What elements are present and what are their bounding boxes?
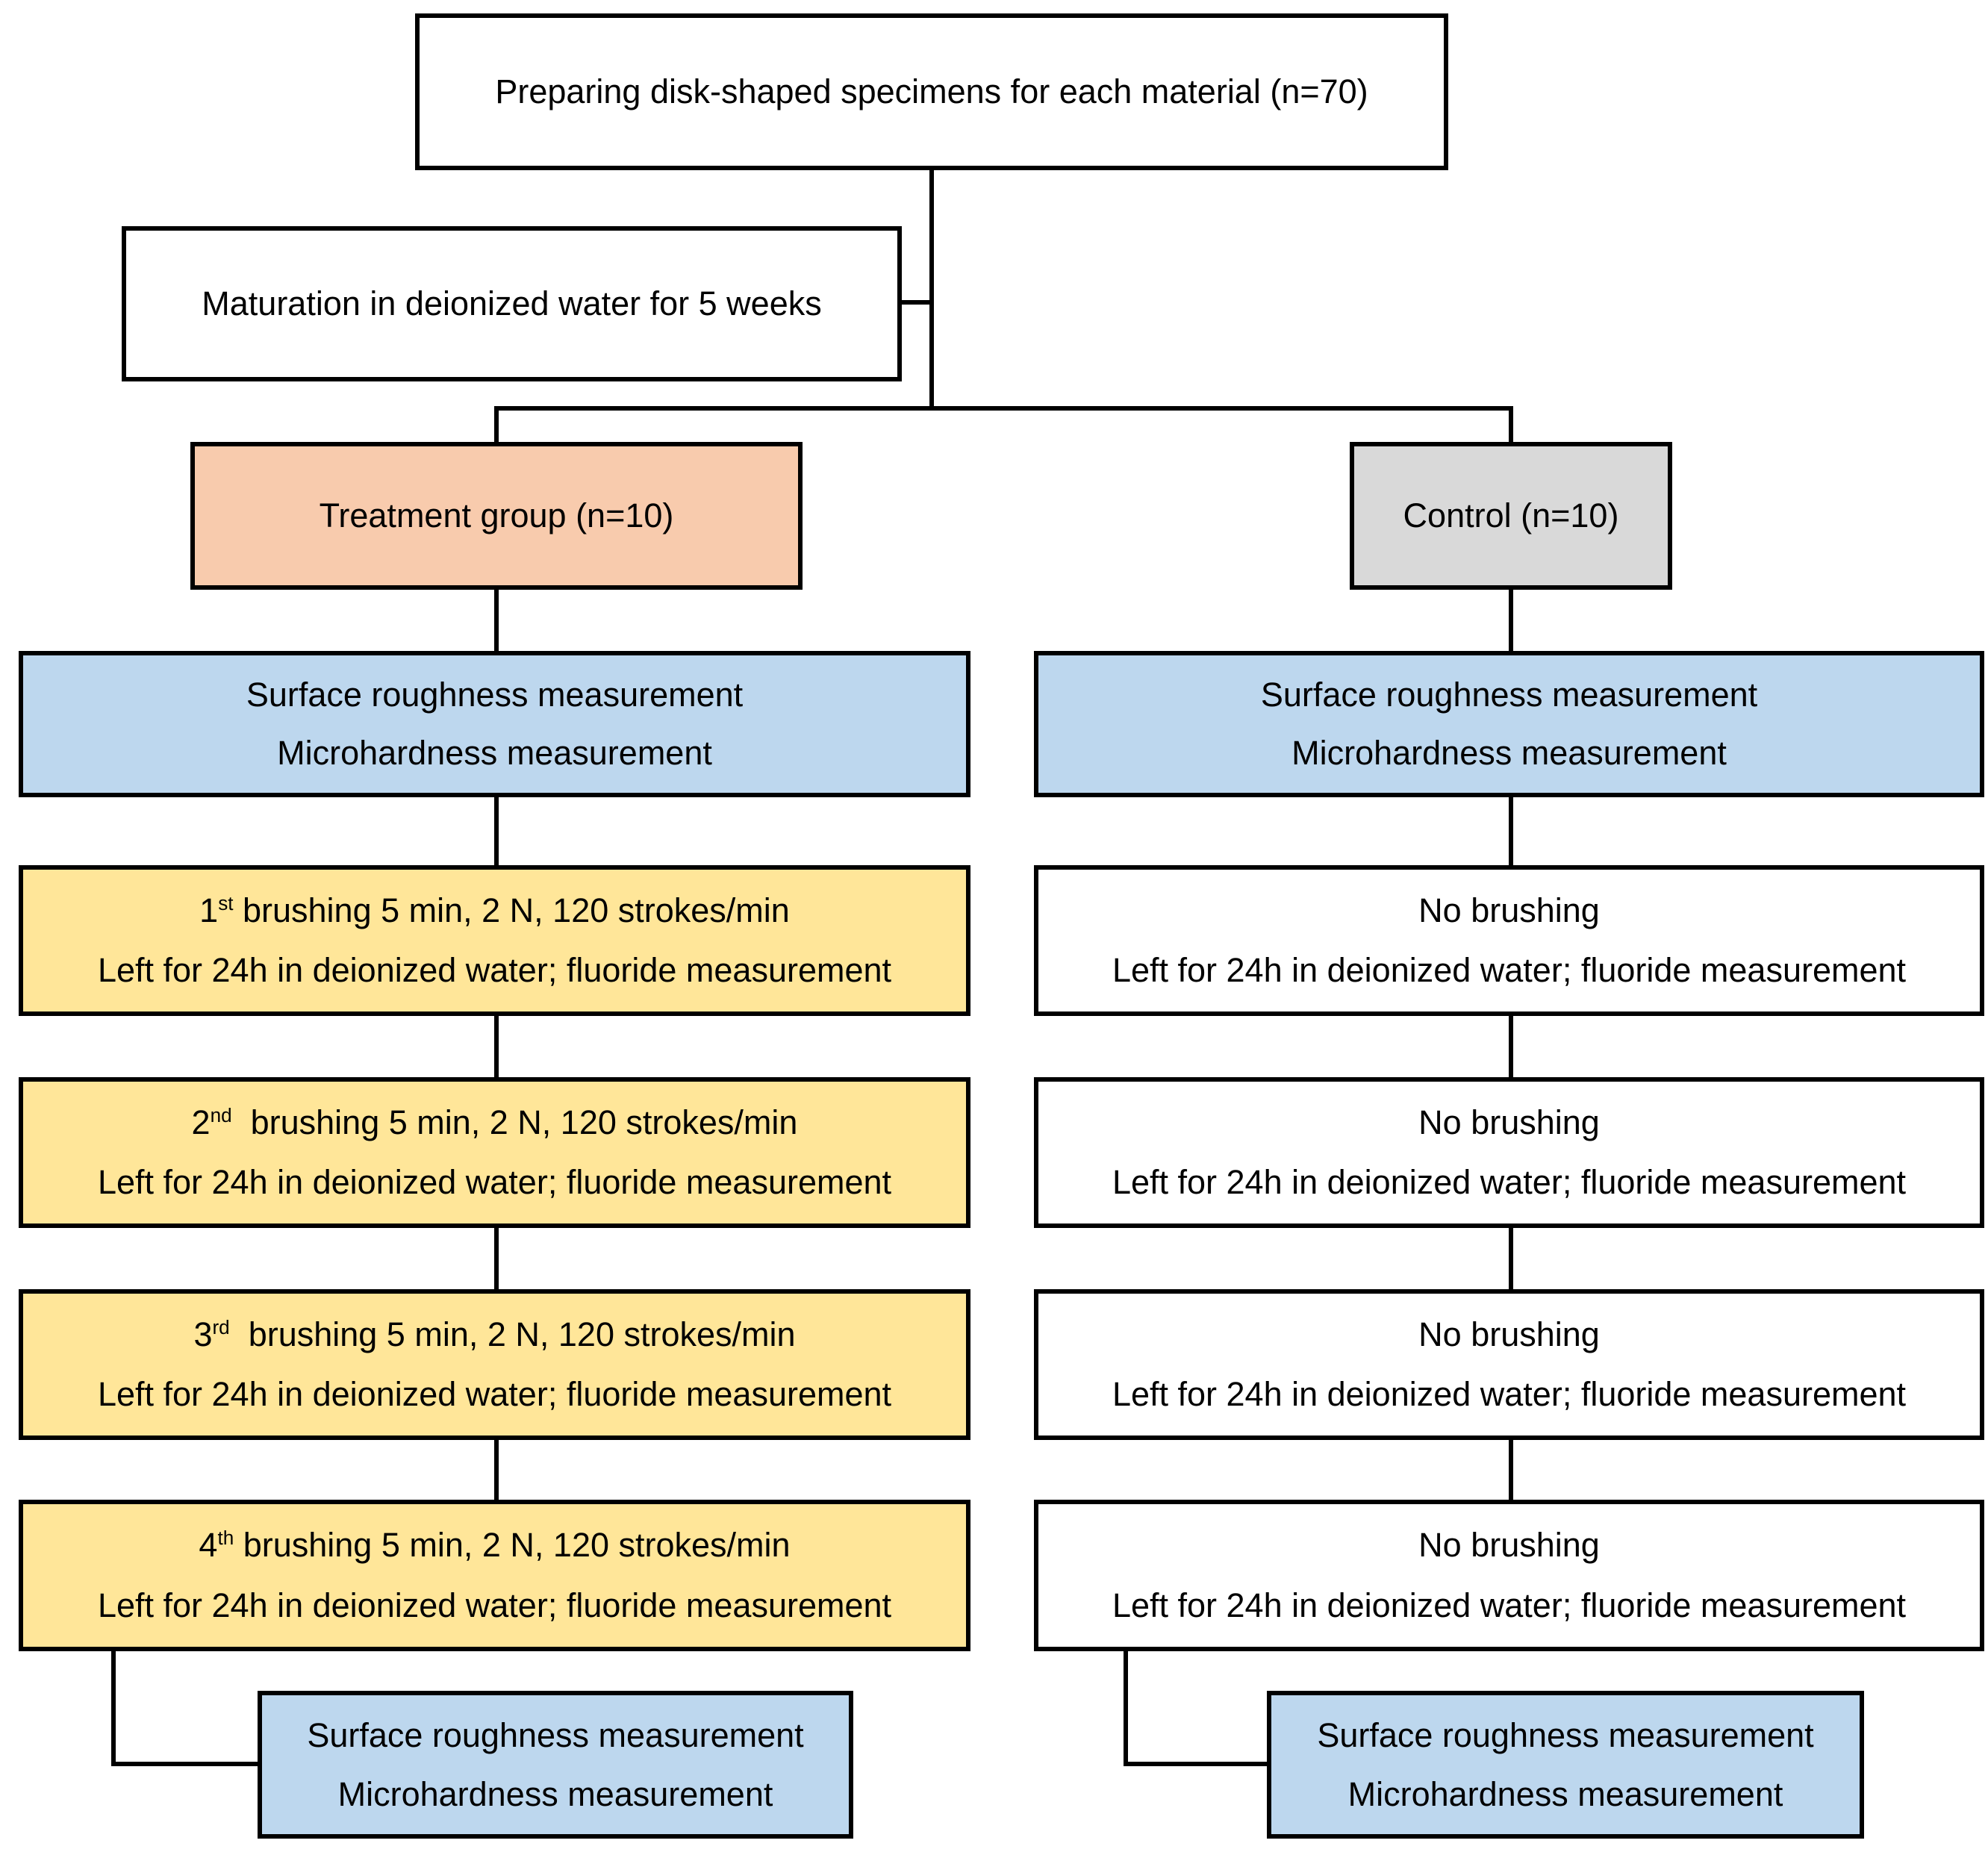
treatment-brushing-step-1-box: 1st brushing 5 min, 2 N, 120 strokes/min… xyxy=(19,865,970,1016)
no-brushing-line2: Left for 24h in deionized water; fluorid… xyxy=(1112,1163,1907,1202)
treatment-baseline-measurement-box: Surface roughness measurement Microhardn… xyxy=(19,651,970,797)
microhardness-label: Microhardness measurement xyxy=(337,1774,773,1813)
control-no-brushing-step-1-box: No brushing Left for 24h in deionized wa… xyxy=(1034,865,1984,1016)
ordinal-suffix: st xyxy=(218,891,234,914)
microhardness-label: Microhardness measurement xyxy=(1347,1774,1783,1813)
treatment-brushing-step-2-box: 2nd brushing 5 min, 2 N, 120 strokes/min… xyxy=(19,1077,970,1228)
treatment-brushing-step-3-box: 3rd brushing 5 min, 2 N, 120 strokes/min… xyxy=(19,1289,970,1440)
no-brushing-label: No brushing xyxy=(1418,1103,1600,1141)
brushing-step-text: brushing 5 min, 2 N, 120 strokes/min xyxy=(231,1103,798,1141)
connector-split-to-control xyxy=(1509,406,1513,443)
connector-baseline-to-step1-left xyxy=(494,796,499,867)
connector-prepare-to-split xyxy=(929,169,934,411)
ordinal-number: 3 xyxy=(193,1315,213,1353)
connector-treatment-to-baseline xyxy=(494,588,499,652)
treatment-brushing-step-4-box: 4th brushing 5 min, 2 N, 120 strokes/min… xyxy=(19,1500,970,1651)
ordinal-number: 4 xyxy=(199,1526,218,1565)
brushing-step-line2: Left for 24h in deionized water; fluorid… xyxy=(97,951,892,990)
no-brushing-label: No brushing xyxy=(1418,1315,1600,1353)
control-no-brushing-step-3-box: No brushing Left for 24h in deionized wa… xyxy=(1034,1289,1984,1440)
brushing-step-line2: Left for 24h in deionized water; fluorid… xyxy=(97,1375,892,1414)
surface-roughness-label: Surface roughness measurement xyxy=(1317,1715,1814,1754)
treatment-final-measurement-box: Surface roughness measurement Microhardn… xyxy=(258,1691,853,1839)
control-baseline-measurement-box: Surface roughness measurement Microhardn… xyxy=(1034,651,1984,797)
connector-step3-to-step4-right xyxy=(1509,1438,1513,1501)
brushing-step-line1: 3rd brushing 5 min, 2 N, 120 strokes/min xyxy=(193,1315,795,1354)
control-no-brushing-step-2-box: No brushing Left for 24h in deionized wa… xyxy=(1034,1077,1984,1228)
connector-split-bar xyxy=(494,406,1513,411)
brushing-step-line1: 2nd brushing 5 min, 2 N, 120 strokes/min xyxy=(192,1103,798,1142)
connector-step4-elbow-vertical-right xyxy=(1124,1649,1128,1766)
maturation-label: Maturation in deionized water for 5 week… xyxy=(202,284,822,323)
surface-roughness-label: Surface roughness measurement xyxy=(307,1715,804,1754)
connector-step2-to-step3-left xyxy=(494,1226,499,1291)
ordinal-number: 2 xyxy=(191,1103,211,1141)
connector-step4-elbow-horizontal-left xyxy=(111,1762,262,1766)
surface-roughness-label: Surface roughness measurement xyxy=(246,675,744,714)
connector-step1-to-step2-left xyxy=(494,1014,499,1079)
treatment-group-label: Treatment group (n=10) xyxy=(319,496,674,535)
surface-roughness-label: Surface roughness measurement xyxy=(1260,675,1758,714)
microhardness-label: Microhardness measurement xyxy=(1291,734,1727,773)
connector-baseline-to-step1-right xyxy=(1509,796,1513,867)
prepare-specimens-box: Preparing disk-shaped specimens for each… xyxy=(415,13,1448,170)
brushing-step-line2: Left for 24h in deionized water; fluorid… xyxy=(97,1586,892,1625)
brushing-step-text: brushing 5 min, 2 N, 120 strokes/min xyxy=(234,1526,791,1565)
no-brushing-label: No brushing xyxy=(1418,891,1600,929)
brushing-step-line1: 4th brushing 5 min, 2 N, 120 strokes/min xyxy=(199,1526,790,1565)
ordinal-suffix: nd xyxy=(210,1103,232,1126)
no-brushing-line2: Left for 24h in deionized water; fluorid… xyxy=(1112,1375,1907,1414)
control-group-box: Control (n=10) xyxy=(1350,442,1672,590)
ordinal-suffix: th xyxy=(217,1527,234,1550)
connector-control-to-baseline xyxy=(1509,588,1513,652)
no-brushing-line2: Left for 24h in deionized water; fluorid… xyxy=(1112,1586,1907,1625)
connector-maturation-link xyxy=(900,300,932,305)
treatment-group-box: Treatment group (n=10) xyxy=(190,442,803,590)
no-brushing-label: No brushing xyxy=(1418,1526,1600,1565)
microhardness-label: Microhardness measurement xyxy=(277,734,712,773)
connector-step4-elbow-vertical-left xyxy=(111,1649,116,1766)
brushing-step-text: brushing 5 min, 2 N, 120 strokes/min xyxy=(229,1315,796,1353)
brushing-step-line2: Left for 24h in deionized water; fluorid… xyxy=(97,1163,892,1202)
connector-step1-to-step2-right xyxy=(1509,1014,1513,1079)
control-group-label: Control (n=10) xyxy=(1403,496,1619,535)
maturation-box: Maturation in deionized water for 5 week… xyxy=(122,226,902,381)
control-no-brushing-step-4-box: No brushing Left for 24h in deionized wa… xyxy=(1034,1500,1984,1651)
brushing-step-line1: 1st brushing 5 min, 2 N, 120 strokes/min xyxy=(199,891,790,930)
connector-step2-to-step3-right xyxy=(1509,1226,1513,1291)
connector-split-to-treatment xyxy=(494,406,499,443)
ordinal-suffix: rd xyxy=(212,1315,230,1338)
connector-step4-elbow-horizontal-right xyxy=(1124,1762,1271,1766)
prepare-specimens-label: Preparing disk-shaped specimens for each… xyxy=(495,72,1368,111)
brushing-step-text: brushing 5 min, 2 N, 120 strokes/min xyxy=(233,891,790,929)
connector-step3-to-step4-left xyxy=(494,1438,499,1501)
ordinal-number: 1 xyxy=(199,891,219,929)
control-final-measurement-box: Surface roughness measurement Microhardn… xyxy=(1267,1691,1864,1839)
no-brushing-line2: Left for 24h in deionized water; fluorid… xyxy=(1112,951,1907,990)
